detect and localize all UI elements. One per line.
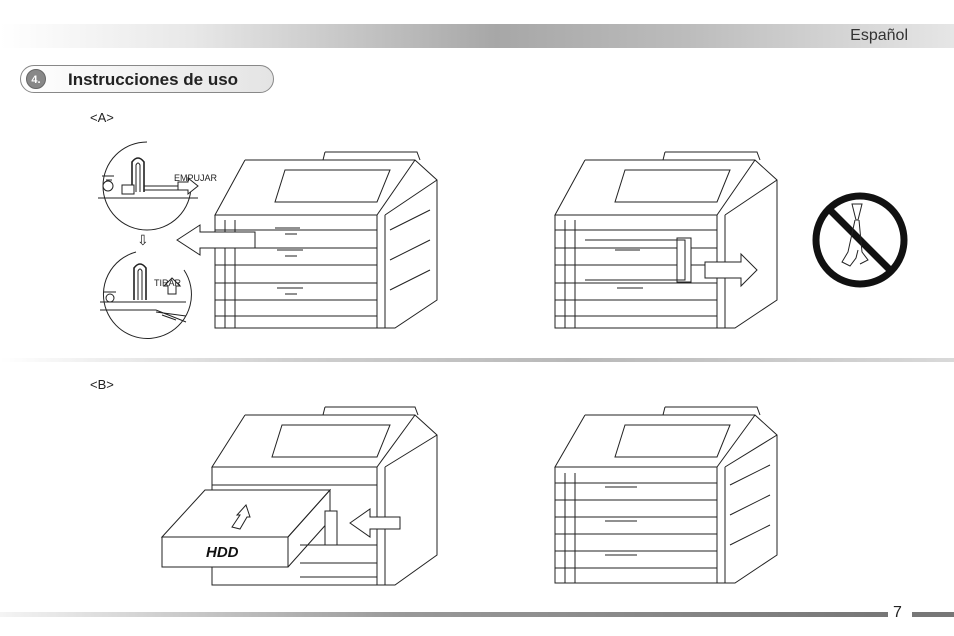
no-tool-icon xyxy=(812,192,908,288)
down-arrow-icon: ⇩ xyxy=(137,232,149,248)
language-label: Español xyxy=(850,27,908,44)
section-divider xyxy=(0,358,954,362)
enclosure-a2 xyxy=(554,151,778,329)
page-number: 7 xyxy=(893,604,902,621)
hdd-label: HDD xyxy=(206,544,239,561)
push-label: EMPUJAR xyxy=(174,173,218,183)
figure-b-label: <B> xyxy=(90,377,114,392)
section-title: Instrucciones de uso xyxy=(68,70,239,89)
footer-bar xyxy=(0,612,888,617)
section-number-badge: 4. xyxy=(26,69,46,89)
pull-label: TIRAR xyxy=(154,278,182,288)
enclosure-a1 xyxy=(176,151,438,329)
footer-bar-end xyxy=(912,612,954,617)
figure-a-label: <A> xyxy=(90,110,114,125)
latch-detail-pull: TIRAR xyxy=(100,251,192,339)
latch-detail-push: EMPUJAR xyxy=(98,141,218,231)
section-heading: 4. Instrucciones de uso xyxy=(20,65,274,93)
header-bar: Español xyxy=(0,24,954,48)
enclosure-b1: HDD xyxy=(160,406,438,586)
enclosure-b2 xyxy=(554,406,778,584)
